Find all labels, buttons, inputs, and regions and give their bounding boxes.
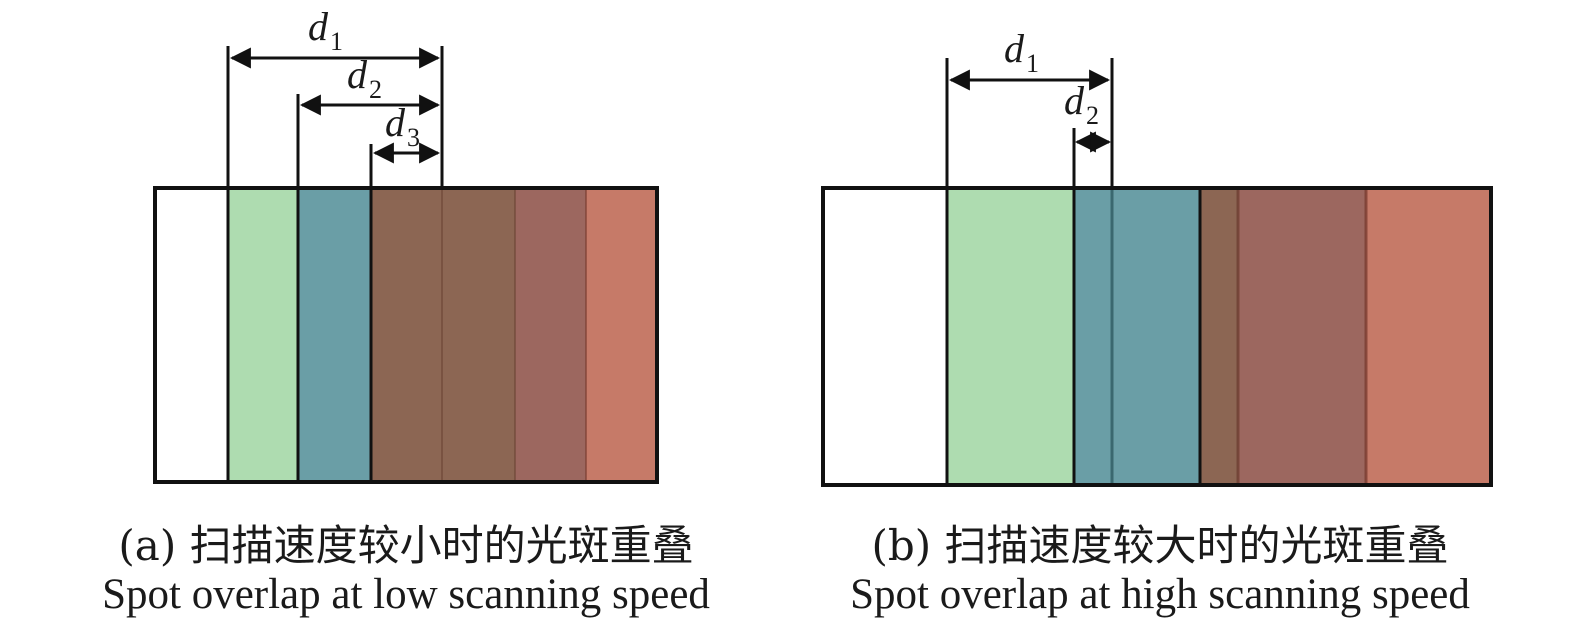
panel-a-empty-region (155, 188, 228, 482)
panel-b-spot-plum (1238, 188, 1366, 485)
panel-b-caption-english: Spot overlap at high scanning speed (850, 571, 1470, 618)
panel-b: d1 d2 (821, 26, 1493, 487)
panel-a-label-d3: d3 (385, 100, 420, 152)
panel-b-outline (821, 186, 1493, 487)
panel-b-spot-salmon (1366, 188, 1491, 485)
panel-a-outline (153, 186, 659, 484)
panel-a-spot-plum (515, 188, 586, 482)
panel-a-caption-english: Spot overlap at low scanning speed (102, 571, 710, 618)
panel-a: d1 d2 d3 (153, 4, 659, 484)
panel-b-label-d1: d1 (1004, 26, 1039, 78)
panel-b-spot-green (947, 188, 1074, 485)
panel-a-spot-salmon (586, 188, 657, 482)
panel-a-spot-teal (298, 188, 371, 482)
panel-a-label-d1: d1 (308, 4, 343, 56)
panel-b-caption-chinese: (b) 扫描速度较大时的光斑重叠 (871, 521, 1449, 570)
panel-a-caption-chinese: (a) 扫描速度较小时的光斑重叠 (118, 521, 694, 570)
panel-b-label-d2: d2 (1064, 78, 1099, 130)
panel-b-spot-teal (1074, 188, 1200, 485)
panel-b-empty-region (823, 188, 947, 485)
panel-a-spot-green (228, 188, 298, 482)
panel-a-label-d2: d2 (347, 52, 382, 104)
panel-b-spot-brown (1200, 188, 1238, 485)
